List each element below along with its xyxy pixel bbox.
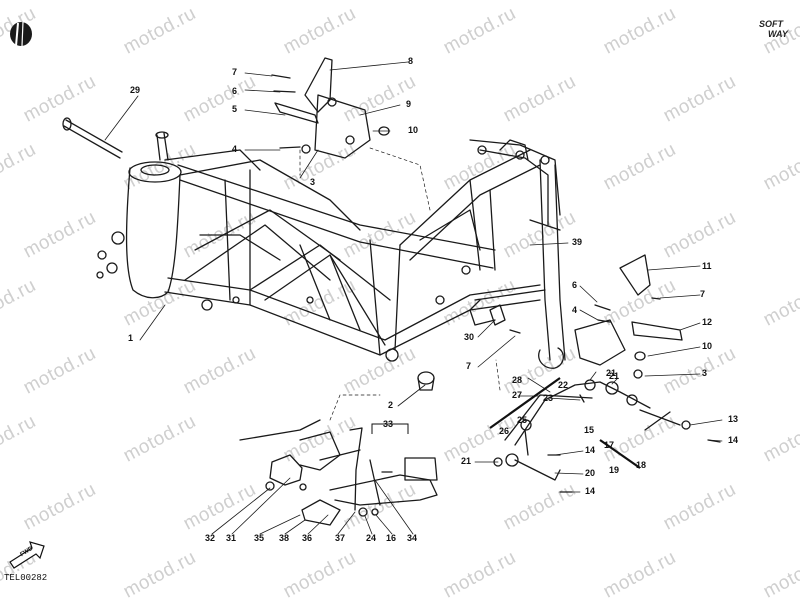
callout-25: 25: [517, 415, 528, 425]
top-tube-lower: [179, 179, 494, 269]
callout-9: 9: [406, 99, 412, 109]
side-stand-linkage: [493, 379, 721, 493]
steering-head-tube: [125, 131, 182, 299]
callout-36: 36: [302, 533, 313, 543]
callout-23: 23: [543, 393, 554, 403]
callout-14: 14: [728, 435, 739, 445]
callout-18: 18: [636, 460, 647, 470]
callout-38: 38: [279, 533, 290, 543]
callout-35: 35: [254, 533, 265, 543]
callout-3: 3: [310, 177, 316, 187]
callout-20: 20: [585, 468, 596, 478]
callout-34: 34: [407, 533, 418, 543]
callout-15: 15: [584, 425, 595, 435]
callout-7: 7: [466, 361, 472, 371]
callout-7: 7: [232, 67, 238, 77]
callout-21: 21: [461, 456, 472, 466]
callout-6: 6: [232, 86, 238, 96]
rubber-bush-2: [417, 371, 435, 391]
top-tube-upper: [177, 164, 496, 251]
callout-29: 29: [130, 85, 141, 95]
lower-rail: [164, 291, 541, 356]
fwd-arrow-icon: [9, 541, 45, 569]
callout-12: 12: [702, 317, 713, 327]
callout-32: 32: [205, 533, 216, 543]
callout-4: 4: [232, 144, 238, 154]
long-bolt-29: [62, 117, 123, 159]
callout-8: 8: [408, 56, 414, 66]
front-footrest-bracket: [271, 57, 390, 159]
callout-30: 30: [464, 332, 475, 342]
brand-line-1: SOFT: [759, 19, 783, 29]
callout-31: 31: [226, 533, 237, 543]
callout-6: 6: [572, 280, 578, 290]
callout-37: 37: [335, 533, 346, 543]
drawing-code: TEL00282: [4, 573, 48, 583]
callout-14: 14: [585, 445, 596, 455]
sun-logo-icon: [10, 21, 32, 47]
callout-21: 21: [606, 368, 617, 378]
brand-line-2: WAY: [768, 29, 788, 39]
callout-17: 17: [604, 440, 615, 450]
callout-5: 5: [232, 104, 238, 114]
side-stand-lower: [239, 419, 438, 526]
callout-22: 22: [558, 380, 569, 390]
callout-24: 24: [366, 533, 377, 543]
callout-11: 11: [702, 261, 712, 271]
callout-14: 14: [585, 486, 596, 496]
rear-footrest-bracket: [574, 254, 683, 379]
callout-1: 1: [128, 333, 134, 343]
callout-2: 2: [388, 400, 394, 410]
callout-19: 19: [609, 465, 620, 475]
callout-3: 3: [702, 368, 708, 378]
callout-13: 13: [728, 414, 739, 424]
callout-33: 33: [383, 419, 394, 429]
callout-26: 26: [499, 426, 510, 436]
callout-16: 16: [386, 533, 397, 543]
callout-7: 7: [700, 289, 706, 299]
callout-27: 27: [512, 390, 523, 400]
callout-10: 10: [408, 125, 419, 135]
callout-39: 39: [572, 237, 583, 247]
callout-4: 4: [572, 305, 578, 315]
callout-10: 10: [702, 341, 713, 351]
callout-28: 28: [512, 375, 523, 385]
callout-21: 21: [609, 371, 620, 381]
